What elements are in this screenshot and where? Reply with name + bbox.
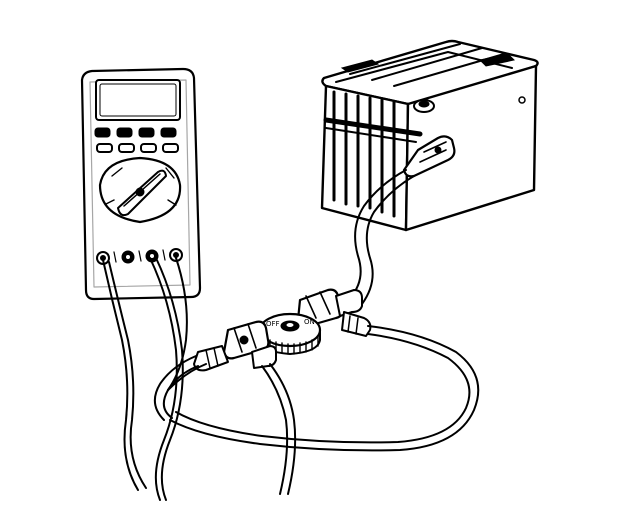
- harness-cables: [153, 325, 480, 495]
- battery-cable-clamp: [402, 135, 456, 178]
- multimeter-display: [95, 79, 181, 121]
- multimeter-buttons: [94, 127, 179, 153]
- battery: [320, 39, 539, 232]
- switch-marking-off: OFF: [266, 320, 280, 328]
- right-cable-boot: [341, 311, 372, 337]
- disconnect-switch: OFF ON: [193, 288, 372, 372]
- switch-marking-on: ON: [304, 318, 315, 326]
- left-cable-boot: [193, 345, 229, 372]
- multimeter-input-jacks: [96, 248, 183, 265]
- battery-terminal: [413, 99, 435, 113]
- multimeter-rotary-dial: [98, 156, 182, 224]
- battery-cells: [323, 90, 423, 218]
- multimeter-test-leads: [102, 257, 188, 501]
- battery-cable: [349, 169, 415, 305]
- multimeter: [80, 67, 202, 301]
- switch-left-connector: [222, 320, 277, 369]
